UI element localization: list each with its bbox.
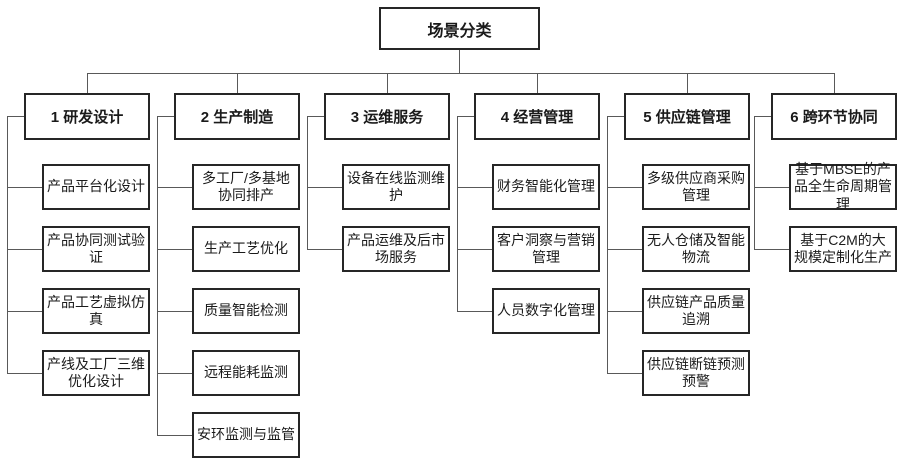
scenario-node-1-1: 产品平台化设计 (42, 164, 150, 210)
category-node-1: 1 研发设计 (24, 93, 150, 140)
connector-stub-5-4 (607, 373, 642, 374)
scenario-node-2-2: 生产工艺优化 (192, 226, 300, 272)
connector-drop-6 (834, 73, 835, 93)
scenario-node-5-1: 多级供应商采购管理 (642, 164, 750, 210)
category-node-6: 6 跨环节协同 (771, 93, 897, 140)
connector-spine-4 (457, 116, 458, 311)
scenario-node-5-3: 供应链产品质量追溯 (642, 288, 750, 334)
connector-spine-1 (7, 116, 8, 373)
connector-stub-2-2 (157, 249, 192, 250)
scenario-node-1-2: 产品协同测试验证 (42, 226, 150, 272)
connector-spine-3 (307, 116, 308, 249)
scenario-node-2-3: 质量智能检测 (192, 288, 300, 334)
scenario-node-4-1: 财务智能化管理 (492, 164, 600, 210)
scenario-node-2-5: 安环监测与监管 (192, 412, 300, 458)
connector-drop-5 (687, 73, 688, 93)
connector-stub-1-3 (7, 311, 42, 312)
connector-drop-3 (387, 73, 388, 93)
connector-drop-4 (537, 73, 538, 93)
category-node-3: 3 运维服务 (324, 93, 450, 140)
connector-stub-5-1 (607, 187, 642, 188)
scenario-node-5-2: 无人仓储及智能物流 (642, 226, 750, 272)
connector-stub-2-5 (157, 435, 192, 436)
connector-drop-2 (237, 73, 238, 93)
connector-elbow-3 (307, 116, 324, 117)
scenario-node-3-1: 设备在线监测维护 (342, 164, 450, 210)
connector-elbow-2 (157, 116, 174, 117)
scenario-node-4-3: 人员数字化管理 (492, 288, 600, 334)
connector-stub-6-1 (754, 187, 789, 188)
scenario-node-6-1: 基于MBSE的产品全生命周期管理 (789, 161, 897, 212)
connector-stub-3-2 (307, 249, 342, 250)
connector-stub-4-2 (457, 249, 492, 250)
connector-stub-4-1 (457, 187, 492, 188)
connector-elbow-4 (457, 116, 474, 117)
connector-spine-6 (754, 116, 755, 249)
connector-drop-1 (87, 73, 88, 93)
scenario-node-5-4: 供应链断链预测预警 (642, 350, 750, 396)
scenario-node-3-2: 产品运维及后市场服务 (342, 226, 450, 272)
connector-elbow-5 (607, 116, 624, 117)
connector-stub-6-2 (754, 249, 789, 250)
connector-stub-4-3 (457, 311, 492, 312)
connector-stub-1-4 (7, 373, 42, 374)
connector-root-drop (459, 50, 460, 73)
scenario-node-6-2: 基于C2M的大规模定制化生产 (789, 226, 897, 272)
scenario-node-1-4: 产线及工厂三维优化设计 (42, 350, 150, 396)
connector-spine-2 (157, 116, 158, 435)
scenario-node-2-1: 多工厂/多基地协同排产 (192, 164, 300, 210)
connector-bus (87, 73, 834, 74)
root-node: 场景分类 (379, 7, 540, 50)
scenario-node-4-2: 客户洞察与营销管理 (492, 226, 600, 272)
connector-elbow-1 (7, 116, 24, 117)
connector-stub-1-1 (7, 187, 42, 188)
category-node-5: 5 供应链管理 (624, 93, 750, 140)
connector-stub-5-2 (607, 249, 642, 250)
category-node-4: 4 经营管理 (474, 93, 600, 140)
connector-stub-3-1 (307, 187, 342, 188)
connector-stub-2-4 (157, 373, 192, 374)
connector-stub-2-1 (157, 187, 192, 188)
connector-spine-5 (607, 116, 608, 373)
connector-stub-2-3 (157, 311, 192, 312)
connector-stub-5-3 (607, 311, 642, 312)
scenario-node-2-4: 远程能耗监测 (192, 350, 300, 396)
connector-stub-1-2 (7, 249, 42, 250)
connector-elbow-6 (754, 116, 771, 117)
category-node-2: 2 生产制造 (174, 93, 300, 140)
scenario-node-1-3: 产品工艺虚拟仿真 (42, 288, 150, 334)
